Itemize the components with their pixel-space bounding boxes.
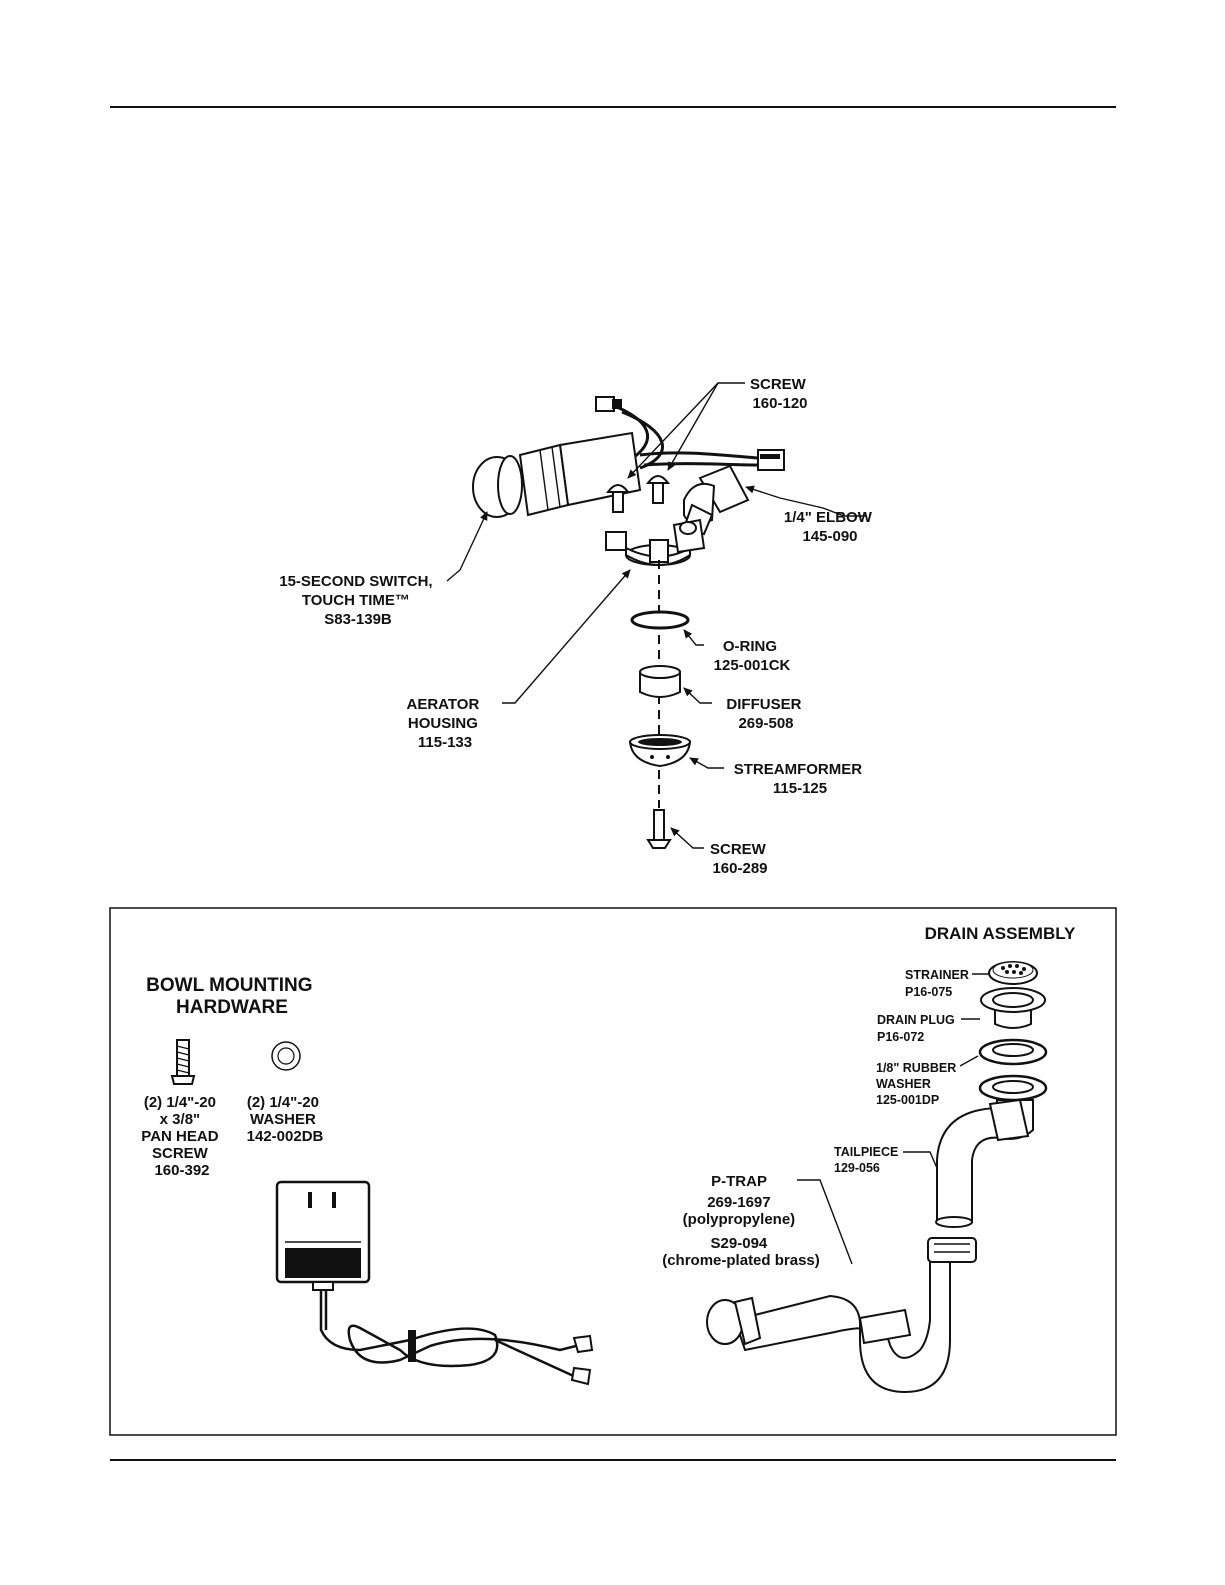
screw-top-line1: SCREW: [750, 376, 807, 393]
p-trap-line1: P-TRAP: [711, 1173, 767, 1190]
bowl-screw-line1: (2) 1/4"-20: [144, 1094, 216, 1111]
bowl-washer-line2: WASHER: [250, 1111, 316, 1128]
p-trap-label: P-TRAP 269-1697 (polypropylene) S29-094 …: [662, 1173, 820, 1269]
drain-assembly: DRAIN ASSEMBLY: [662, 924, 1076, 1394]
bowl-hardware: BOWL MOUNTING HARDWARE (2) 1/4"-20 x 3/8…: [141, 975, 323, 1179]
rubber-washer-label: 1/8" RUBBER WASHER 125-001DP: [876, 1061, 960, 1107]
streamformer-part: [628, 734, 692, 768]
switch-line2: TOUCH TIME™: [302, 592, 410, 609]
elbow-line2: 145-090: [802, 528, 857, 545]
faucet-assembly: SCREW 160-120 1/4" ELBOW 145-090 15-SECO…: [279, 376, 876, 877]
bowl-title: BOWL MOUNTING HARDWARE: [146, 975, 318, 1018]
streamformer-line1: STREAMFORMER: [734, 761, 862, 778]
aerator-line3: 115-133: [418, 734, 472, 751]
p-trap-line3: (polypropylene): [683, 1211, 796, 1228]
flange-part: [978, 1074, 1048, 1102]
screw-top-label: SCREW 160-120: [750, 376, 810, 412]
p-trap-part: [706, 1237, 977, 1394]
streamformer-label: STREAMFORMER 115-125: [734, 761, 867, 797]
aerator-line2: HOUSING: [408, 715, 478, 732]
streamformer-line2: 115-125: [773, 780, 827, 797]
top-rule: [110, 106, 1116, 108]
switch-line3: S83-139B: [324, 611, 392, 628]
bowl-screw-label: (2) 1/4"-20 x 3/8" PAN HEAD SCREW 160-39…: [141, 1094, 222, 1179]
tailpiece-part: [935, 1098, 1034, 1228]
drain-plug-part: [980, 987, 1046, 1029]
strainer-part: [988, 961, 1038, 985]
rubber-washer-line1: 1/8" RUBBER: [876, 1061, 956, 1075]
diffuser-label: DIFFUSER 269-508: [726, 696, 805, 732]
drain-leaders: [797, 973, 990, 1265]
bowl-title-line1: BOWL MOUNTING: [146, 975, 312, 996]
bowl-washer-label: (2) 1/4"-20 WASHER 142-002DB: [247, 1094, 324, 1145]
tailpiece-line1: TAILPIECE: [834, 1145, 898, 1159]
bowl-screw-line4: SCREW: [152, 1145, 209, 1162]
screw-bottom-line2: 160-289: [712, 860, 767, 877]
bowl-washer-line3: 142-002DB: [247, 1128, 324, 1145]
faucet-leaders: [446, 382, 867, 849]
bowl-washer-line1: (2) 1/4"-20: [247, 1094, 319, 1111]
diffuser-line1: DIFFUSER: [726, 696, 801, 713]
power-adapter: [275, 1180, 594, 1386]
p-trap-line2: 269-1697: [707, 1194, 770, 1211]
screw-bottom-label: SCREW 160-289: [710, 841, 770, 877]
strainer-label: STRAINER P16-075: [905, 968, 972, 999]
washer-part: [271, 1041, 301, 1071]
o-ring-label: O-RING 125-001CK: [714, 638, 791, 674]
rubber-washer-line3: 125-001DP: [876, 1093, 939, 1107]
rubber-washer-line2: WASHER: [876, 1077, 931, 1091]
rubber-washer-part: [978, 1038, 1048, 1066]
elbow-fitting: [682, 464, 750, 536]
drain-plug-line1: DRAIN PLUG: [877, 1013, 955, 1027]
pan-head-screw-part: [170, 1039, 196, 1085]
aerator-line1: AERATOR: [407, 696, 480, 713]
switch-label: 15-SECOND SWITCH, TOUCH TIME™ S83-139B: [279, 573, 437, 628]
p-trap-line4: S29-094: [711, 1235, 768, 1252]
switch-line1: 15-SECOND SWITCH,: [279, 573, 432, 590]
aerator-label: AERATOR HOUSING 115-133: [407, 696, 484, 751]
strainer-line2: P16-075: [905, 985, 952, 999]
screw-bottom-line1: SCREW: [710, 841, 767, 858]
diffuser-line2: 269-508: [738, 715, 793, 732]
diffuser-part: [639, 665, 681, 698]
bowl-screw-line5: 160-392: [154, 1162, 209, 1179]
elbow-line1: 1/4" ELBOW: [784, 509, 873, 526]
o-ring-line1: O-RING: [723, 638, 777, 655]
bowl-screw-line3: PAN HEAD: [141, 1128, 218, 1145]
aerator-housing: [605, 518, 706, 566]
bottom-rule: [110, 1459, 1116, 1461]
bowl-title-line2: HARDWARE: [176, 997, 288, 1018]
kit-box: [109, 907, 1117, 1436]
bowl-screw-line2: x 3/8": [160, 1111, 200, 1128]
drain-plug-line2: P16-072: [877, 1030, 924, 1044]
screw-160-120-parts: [606, 475, 670, 513]
strainer-line1: STRAINER: [905, 968, 969, 982]
drain-plug-label: DRAIN PLUG P16-072: [877, 1013, 958, 1044]
p-trap-line5: (chrome-plated brass): [662, 1252, 820, 1269]
drain-title: DRAIN ASSEMBLY: [925, 924, 1076, 943]
tailpiece-line2: 129-056: [834, 1161, 880, 1175]
screw-top-line2: 160-120: [752, 395, 807, 412]
screw-160-289-part: [646, 809, 672, 849]
o-ring-line2: 125-001CK: [714, 657, 791, 674]
elbow-label: 1/4" ELBOW 145-090: [784, 509, 876, 545]
o-ring-part: [630, 610, 690, 630]
tailpiece-label: TAILPIECE 129-056: [834, 1145, 902, 1175]
